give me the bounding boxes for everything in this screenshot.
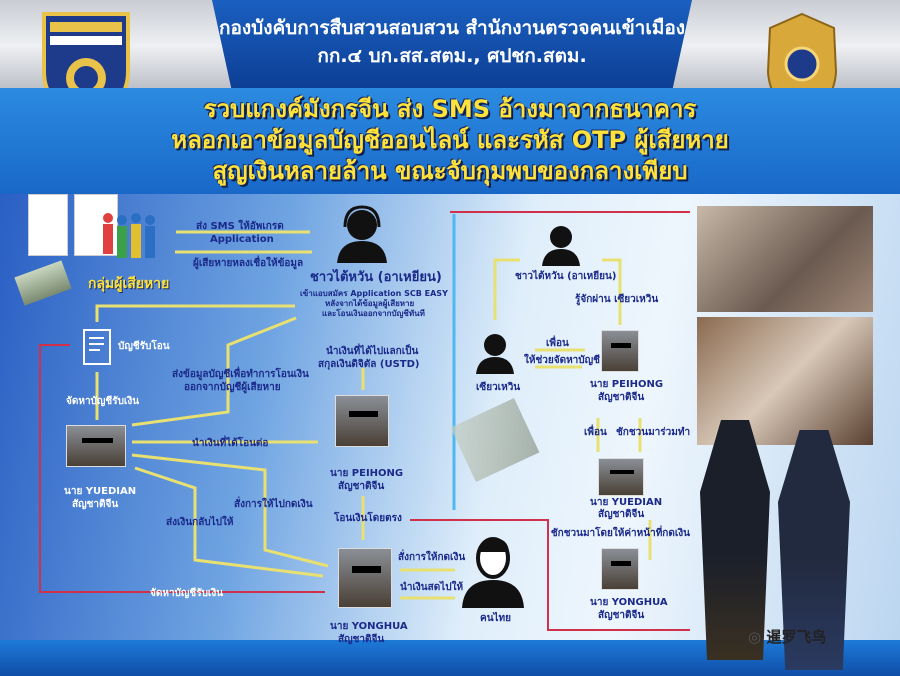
watermark: ◎ 暹罗飞鸟: [748, 626, 826, 647]
header-banner: กองบังคับการสืบสวนสอบสวน สำนักงานตรวจคนเ…: [212, 0, 692, 88]
cash-label: นำเงินสดไปให้: [400, 582, 464, 593]
thai-person-label: คนไทย: [480, 613, 512, 624]
arrow-right-2: [602, 258, 622, 325]
sms-screenshot-1: [28, 194, 68, 256]
red-line-right-bottom: [410, 519, 690, 631]
invite-label: ชักชวนมาร่วมทำ: [616, 427, 691, 438]
right-yonghua-name: นาย YONGHUA: [590, 597, 668, 608]
document-icon: [83, 329, 111, 365]
peihong-nationality: สัญชาติจีน: [338, 481, 385, 492]
yonghua-nationality: สัญชาติจีน: [338, 634, 385, 645]
direct-transfer-label: โอนเงินโดยตรง: [334, 513, 402, 524]
send-info-label-2: ออกจากบัญชีผู้เสียหาย: [184, 382, 281, 393]
send-info-label-1: ส่งข้อมูลบัญชีเพื่อทำการโอนเงิน: [172, 369, 309, 380]
peihong-photo: [335, 395, 389, 447]
right-yuedian-photo: [598, 458, 644, 496]
right-peihong-photo: [601, 330, 639, 372]
arrow-send-info: [131, 316, 297, 427]
right-yonghua-photo: [601, 548, 639, 590]
officer-1-figure: [700, 420, 770, 660]
headline-line-1: รวบแกงค์มังกรจีน ส่ง SMS อ้างมาจากธนาคาร: [203, 95, 697, 123]
taiwan-label: ชาวไต้หวัน (อาเหยียน): [310, 270, 442, 285]
taiwan-agent-icon: [542, 226, 580, 266]
red-line-left: [39, 344, 325, 593]
call-center-agent-icon: [337, 205, 387, 263]
transfer-on-label: นำเงินที่ได้โอนต่อ: [192, 438, 269, 449]
right-peihong-nationality: สัญชาติจีน: [598, 392, 645, 403]
header-line-2: กก.๔ บก.สส.สตม., ศปชก.สตม.: [317, 45, 587, 67]
taiwan-note-3: และโอนเงินออกจากบัญชีทันที: [322, 309, 425, 318]
exchange-label-1: นำเงินที่ได้ไปแลกเป็น: [326, 346, 419, 357]
friend-label: เพื่อน: [546, 338, 569, 349]
find-account-label: จัดหาบัญชีรับเงิน: [66, 396, 140, 407]
arrow-to-account: [95, 304, 295, 322]
yonghua-name: นาย YONGHUA: [330, 621, 408, 632]
right-yuedian-name: นาย YUEDIAN: [590, 497, 663, 508]
friend2-label: เพื่อน: [584, 427, 607, 438]
headline-line-2: หลอกเอาข้อมูลบัญชีออนไลน์ และรหัส OTP ผู…: [171, 126, 729, 154]
order-withdraw2-label: สั่งการให้กดเงิน: [398, 552, 466, 563]
help-find-label: ให้ช่วยจัดหาบัญชี: [524, 355, 600, 366]
taiwan-note-1: เข้าแอบสมัคร Application SCB EASY: [300, 289, 448, 298]
watermark-text: 暹罗飞鸟: [766, 628, 827, 646]
arrest-photo-1: [697, 206, 873, 312]
find-account2-label: จัดหาบัญชีรับเงิน: [150, 588, 224, 599]
right-yuedian-nationality: สัญชาติจีน: [598, 509, 645, 520]
crowd-icon: [103, 213, 155, 258]
yuedian-photo: [66, 425, 126, 467]
taiwan-note-2: หลังจากได้ข้อมูลผู้เสียหาย: [325, 299, 415, 308]
headline-line-3: สูญเงินหลายล้าน ขณะจับกุมพบของกลางเพียบ: [212, 157, 688, 185]
thai-person-icon: [462, 537, 524, 608]
arrow-send-back: [134, 466, 324, 578]
invite2-label: ชักชวนมาโดยให้ค่าหน้าที่กดเงิน: [550, 528, 690, 539]
sms-label-2: Application: [210, 234, 274, 245]
victim-info-label: ผู้เสียหายหลงเชื่อให้ข้อมูล: [193, 258, 304, 269]
victims-label: กลุ่มผู้เสียหาย: [88, 276, 170, 292]
sms-label-1: ส่ง SMS ให้อัพเกรด: [196, 221, 284, 232]
order-withdraw-label: สั่งการให้ไปกดเงิน: [234, 499, 313, 510]
right-taiwan-label: ชาวไต้หวัน (อาเหยียน): [515, 271, 617, 282]
known-via-label: รู้จักผ่าน เซียวเหวิน: [575, 294, 659, 305]
arrow-right-1: [493, 258, 520, 320]
header-line-1: กองบังคับการสืบสวนสอบสวน สำนักงานตรวจคนเ…: [218, 17, 686, 39]
yuedian-nationality: สัญชาติจีน: [72, 499, 119, 510]
right-yonghua-nationality: สัญชาติจีน: [598, 610, 645, 621]
arrow-order-withdraw: [131, 453, 329, 568]
xiaowen-label: เซียวเหวิน: [476, 382, 521, 393]
exchange-label-2: สกุลเงินดิจิตัล (USTD): [318, 359, 420, 370]
wechat-icon: ◎: [748, 628, 767, 646]
right-peihong-name: นาย PEIHONG: [590, 379, 664, 390]
xiaowen-agent-icon: [476, 334, 514, 374]
headline: รวบแกงค์มังกรจีน ส่ง SMS อ้างมาจากธนาคาร…: [0, 88, 900, 194]
receive-account-label: บัญชีรับโอน: [118, 341, 170, 352]
officer-2-figure: [778, 430, 850, 670]
send-back-label: ส่งเงินกลับไปให้: [166, 517, 234, 528]
yonghua-photo: [338, 548, 392, 608]
peihong-name: นาย PEIHONG: [330, 468, 404, 479]
yuedian-name: นาย YUEDIAN: [64, 486, 137, 497]
